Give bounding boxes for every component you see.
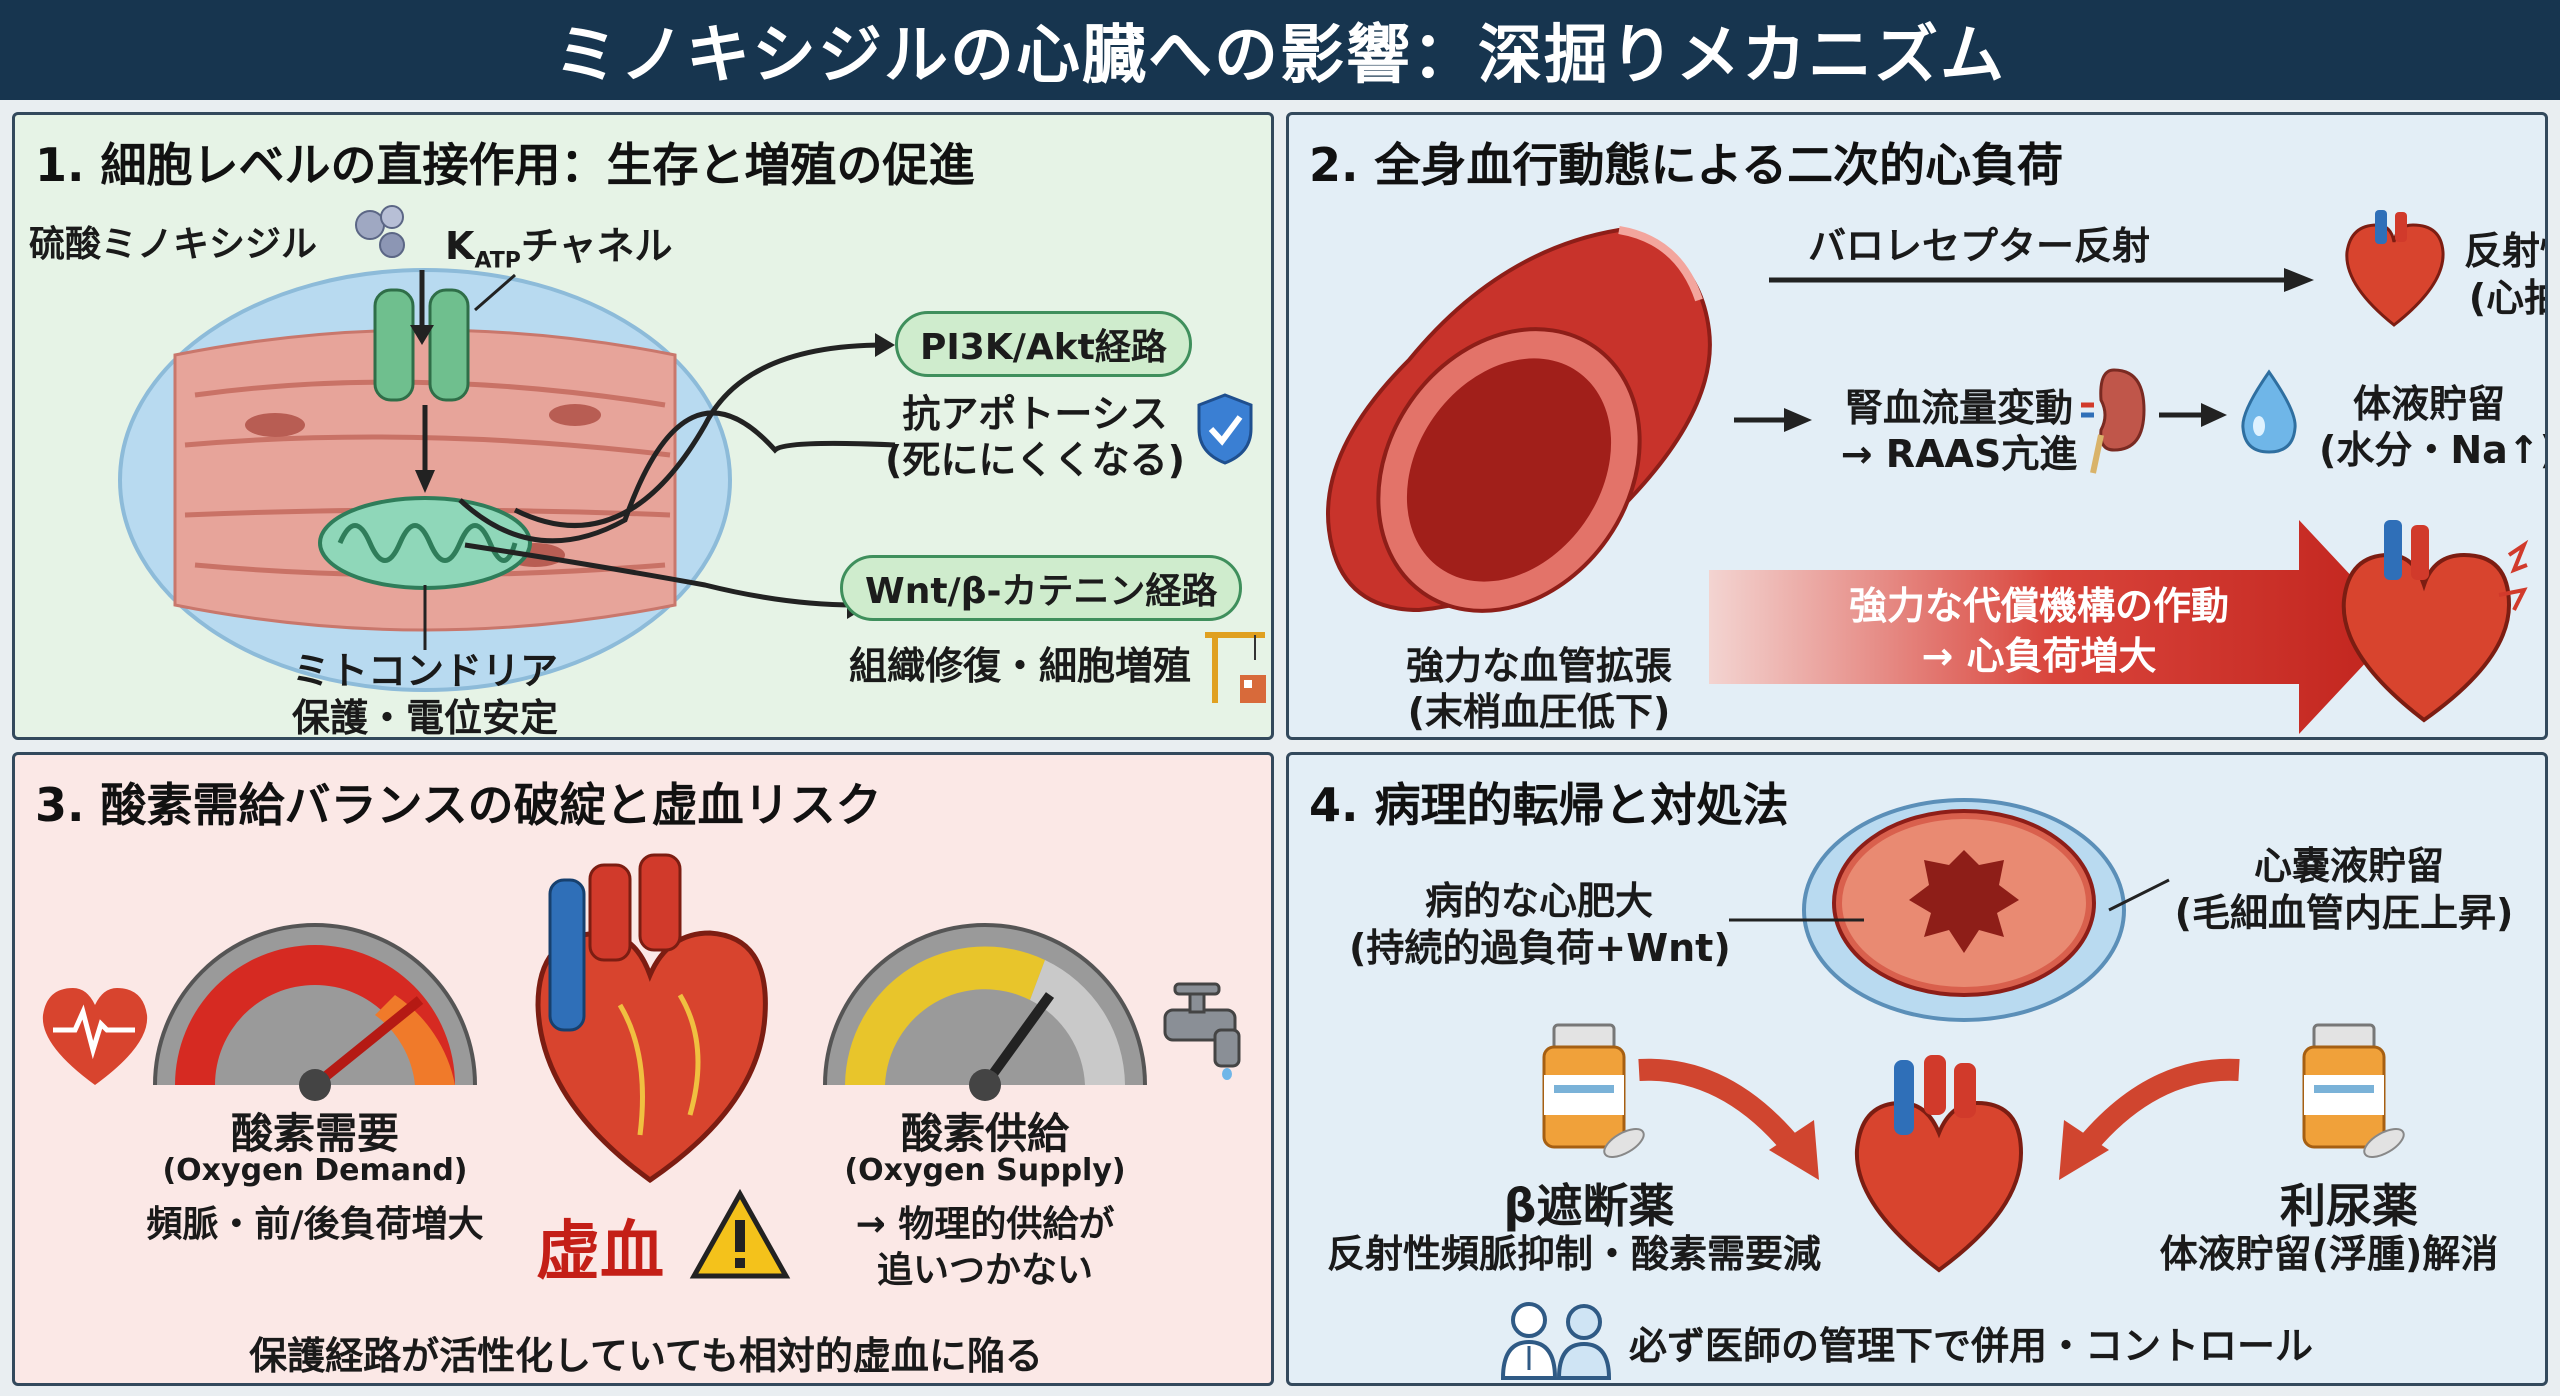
doctor-patient-icon [1500,1302,1612,1380]
channel-pointer-line [474,273,516,312]
dilated-vessel-illustration [1326,226,1712,613]
baroreflex-arrow [1769,268,2314,292]
reflex-tachycardia-note: (心拍数↑) [2468,276,2545,320]
diuretic-title: 利尿薬 [2280,1179,2418,1233]
medicine-bottle-icon [2302,1023,2405,1158]
heart-illustration [535,853,768,1184]
hypertrophy-label: 病的な心肥大 [1424,879,1653,923]
panel-oxygen-balance: 3. 酸素需給バランスの破綻と虚血リスク 酸素需要 (Oxygen Demand… [12,752,1274,1386]
reflex-tachycardia-label: 反射性頻脈 [2463,229,2545,273]
beta-blocker-desc: 反射性頻脈抑制・酸素需要減 [1326,1232,1821,1276]
warning-icon [689,1188,791,1279]
vasodilation-note: (末梢血圧低下) [1407,690,1671,734]
raas-label: → RAAS亢進 [1840,432,2078,476]
kidney-to-fluid-arrow [2159,403,2227,427]
repair-proliferation-label: 組織修復・細胞増殖 [848,644,1191,688]
panel3-footer: 保護経路が活性化していても相対的虚血に陥る [249,1334,1043,1378]
shield-check-icon [1197,393,1253,465]
fluid-retention-label: 体液貯留 [2352,382,2505,426]
title-bar: ミノキシジルの心臓への影響：深掘りメカニズム [0,0,2560,100]
supply-title: 酸素供給 [900,1109,1069,1158]
supply-note-1: → 物理的供給が [855,1204,1115,1245]
hypertrophy-pointer-line [1729,918,1864,922]
heart-pulse-icon [2341,520,2529,723]
treatment-arrow-left [1638,1058,1819,1180]
panel-hemodynamics: 2. 全身血行動態による二次的心負荷 強力な血管拡張 (末梢血圧低下) バロレセ… [1286,112,2548,740]
demand-note: 頻脈・前/後負荷増大 [146,1204,484,1245]
panel2-title: 2. 全身血行動態による二次的心負荷 [1309,138,2064,192]
heart-ecg-icon [42,988,148,1085]
panel-outcomes-treatment: 4. 病理的転帰と対処法 病的な心肥大 (持続的過負荷+Wnt) 心嚢液貯留 (… [1286,752,2548,1386]
renal-flow-label: 腎血流量変動 [1844,386,2073,430]
hypertrophy-note: (持続的過負荷+Wnt) [1349,926,1731,970]
anti-apoptosis-label: 抗アポトーシス [902,392,1168,436]
pathway-arrows [458,333,896,619]
medicine-bottle-icon [1542,1023,1645,1158]
crane-icon [1205,632,1266,703]
effusion-label: 心嚢液貯留 [2253,844,2444,888]
to-renal-arrow [1734,408,1812,432]
panel-cellular-action: 1. 細胞レベルの直接作用：生存と増殖の促進 硫酸ミノキシジル KATPチャネル [12,112,1274,740]
water-drop-icon [2241,369,2297,454]
drug-label: 硫酸ミノキシジル [29,224,318,265]
effusion-pointer-line [2108,878,2170,912]
supply-gauge [823,923,1147,1101]
molecule-icon [355,205,405,258]
heart-icon [2345,210,2445,327]
beta-blocker-title: β遮断薬 [1503,1179,1675,1233]
demand-gauge [153,923,477,1101]
panel1-title: 1. 細胞レベルの直接作用：生存と増殖の促進 [35,138,975,192]
diuretic-desc: 体液貯留(浮腫)解消 [2159,1232,2499,1276]
panel4-footer: 必ず医師の管理下で併用・コントロール [1629,1324,2314,1368]
mito-label-1: ミトコンドリア [291,649,558,693]
mito-pointer-line [423,585,427,650]
pathway-pi3k-akt: PI3K/Akt経路 [895,311,1192,377]
anti-apoptosis-note: (死ににくくなる) [885,438,1185,482]
channel-to-mito-arrow [415,405,435,493]
compensation-arrow [1709,520,2399,734]
baroreflex-label: バロレセプター反射 [1807,224,2150,268]
pathway-wnt-beta-catenin: Wnt/β-カテニン経路 [840,555,1243,621]
demand-en: (Oxygen Demand) [162,1153,468,1188]
supply-en: (Oxygen Supply) [844,1153,1126,1188]
heart-treated-icon [1854,1055,2024,1273]
effusion-note: (毛細血管内圧上昇) [2174,891,2514,935]
channel-label: KATPチャネル [445,224,673,274]
faucet-icon [1163,982,1241,1080]
pericardial-effusion-illustration [1802,798,2126,1022]
treatment-arrow-right [2059,1058,2240,1180]
panel4-title: 4. 病理的転帰と対処法 [1309,778,1789,832]
supply-note-2: 追いつかない [876,1250,1093,1291]
mito-label-2: 保護・電位安定 [291,696,558,740]
kidney-icon [2081,368,2146,474]
ischemia-label: 虚血 [536,1215,664,1289]
compensation-note: → 心負荷増大 [1921,634,2157,678]
panel3-title: 3. 酸素需給バランスの破綻と虚血リスク [35,778,882,832]
vasodilation-label: 強力な血管拡張 [1405,644,1672,688]
page-title: ミノキシジルの心臓への影響：深掘りメカニズム [554,19,2006,93]
demand-title: 酸素需要 [230,1109,399,1158]
katp-channel-icon [373,270,470,402]
fluid-retention-note: (水分・Na↑) [2319,428,2548,472]
compensation-label: 強力な代償機構の作動 [1848,584,2229,628]
